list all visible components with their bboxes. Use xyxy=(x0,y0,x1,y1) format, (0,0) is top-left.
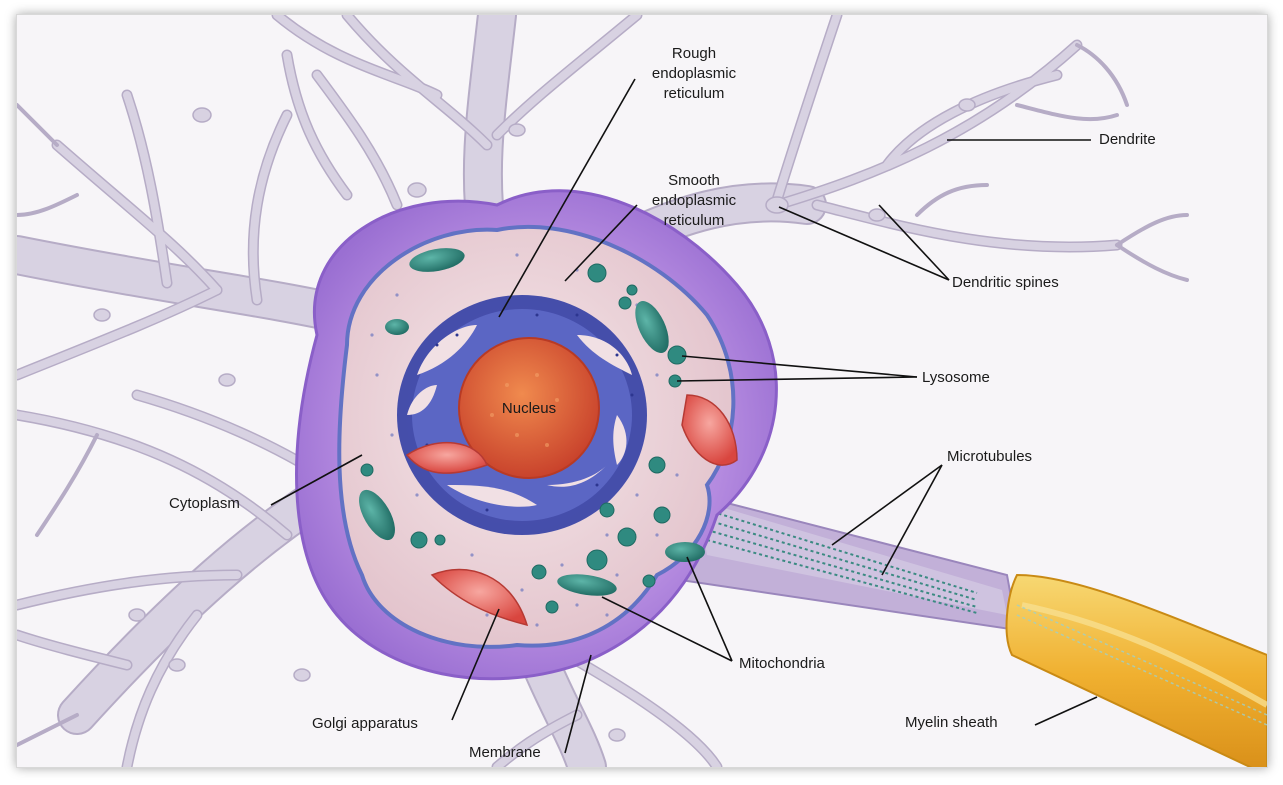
diagram-frame: Nucleus xyxy=(16,14,1268,768)
svg-text:reticulum: reticulum xyxy=(664,212,725,229)
membrane-label: Membrane xyxy=(469,744,541,761)
svg-text:endoplasmic: endoplasmic xyxy=(652,65,737,82)
microtubules-label: Microtubules xyxy=(947,448,1032,465)
svg-text:Rough: Rough xyxy=(672,45,716,62)
labels: Rough endoplasmic reticulum Smooth endop… xyxy=(169,45,1156,761)
dendritic-spines-label: Dendritic spines xyxy=(952,274,1059,291)
cytoplasm-label: Cytoplasm xyxy=(169,495,240,512)
nucleus-label: Nucleus xyxy=(502,400,556,417)
axon xyxy=(645,483,1019,632)
lysosome-label: Lysosome xyxy=(922,369,990,386)
myelin-sheath-label: Myelin sheath xyxy=(905,714,998,731)
golgi-apparatus-label: Golgi apparatus xyxy=(312,715,418,732)
leader-lines xyxy=(270,78,1098,754)
nucleus-region: Nucleus xyxy=(397,295,647,535)
svg-text:Smooth: Smooth xyxy=(668,172,720,189)
svg-text:endoplasmic: endoplasmic xyxy=(652,192,737,209)
neuron-diagram: Nucleus xyxy=(17,15,1267,767)
myelin-sheath xyxy=(1005,573,1267,767)
rough-er-label: Rough endoplasmic reticulum xyxy=(652,45,737,102)
lysosomes xyxy=(360,263,687,614)
mitochondria-bodies xyxy=(359,248,705,596)
svg-text:reticulum: reticulum xyxy=(664,85,725,102)
mitochondria-label: Mitochondria xyxy=(739,655,826,672)
golgi-bodies xyxy=(405,394,738,627)
smooth-er-label: Smooth endoplasmic reticulum xyxy=(652,172,737,229)
dendrite-label: Dendrite xyxy=(1099,131,1156,148)
